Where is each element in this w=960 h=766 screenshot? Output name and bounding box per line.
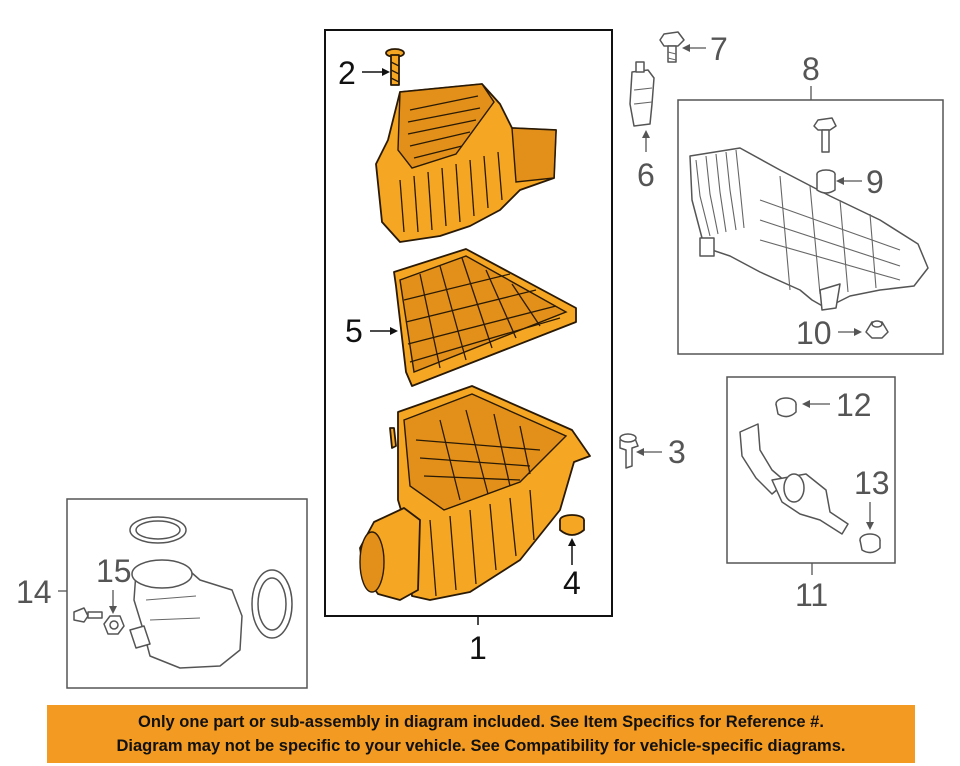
part-8-bolt xyxy=(813,117,837,153)
callout-11: 11 xyxy=(795,577,828,613)
air-cleaner-cover xyxy=(375,83,557,243)
part-9-grommet xyxy=(816,169,836,194)
assembly-box-11 xyxy=(726,376,896,564)
part-5-filter xyxy=(393,248,577,387)
callout-6: 6 xyxy=(637,157,655,193)
callout-12: 12 xyxy=(836,387,872,423)
disclaimer-line-2: Diagram may not be specific to your vehi… xyxy=(116,737,846,755)
callout-9: 9 xyxy=(866,164,884,200)
callout-2: 2 xyxy=(338,55,356,91)
callout-13: 13 xyxy=(854,465,890,501)
callout-15: 15 xyxy=(96,553,132,589)
disclaimer-banner: Only one part or sub-assembly in diagram… xyxy=(47,705,915,763)
part-14-duct xyxy=(129,516,293,669)
part-6-sensor xyxy=(629,61,655,127)
part-13-clamp xyxy=(859,533,881,554)
part-4-grommet xyxy=(559,514,585,536)
callout-1: 1 xyxy=(469,630,487,666)
callout-5: 5 xyxy=(345,313,363,349)
part-11-tube xyxy=(739,423,849,535)
part-3-bolt xyxy=(619,433,639,469)
part-7-bolt xyxy=(659,31,685,63)
assembly-box-14 xyxy=(66,498,308,689)
air-cleaner-lower-housing xyxy=(359,385,591,601)
part-8-resonator xyxy=(689,147,929,311)
callout-7: 7 xyxy=(710,31,728,67)
part-14-bolt xyxy=(73,607,103,623)
disclaimer-line-1: Only one part or sub-assembly in diagram… xyxy=(138,713,824,731)
callout-8: 8 xyxy=(802,51,820,87)
callout-4: 4 xyxy=(563,565,581,601)
part-12-clamp xyxy=(775,397,797,418)
assembly-box-1 xyxy=(324,29,613,617)
part-15-nut xyxy=(103,615,125,635)
callout-3: 3 xyxy=(668,434,686,470)
callout-10: 10 xyxy=(796,315,832,351)
part-10-nut xyxy=(865,320,889,339)
callout-14: 14 xyxy=(16,574,52,610)
part-2-screw xyxy=(385,48,405,86)
